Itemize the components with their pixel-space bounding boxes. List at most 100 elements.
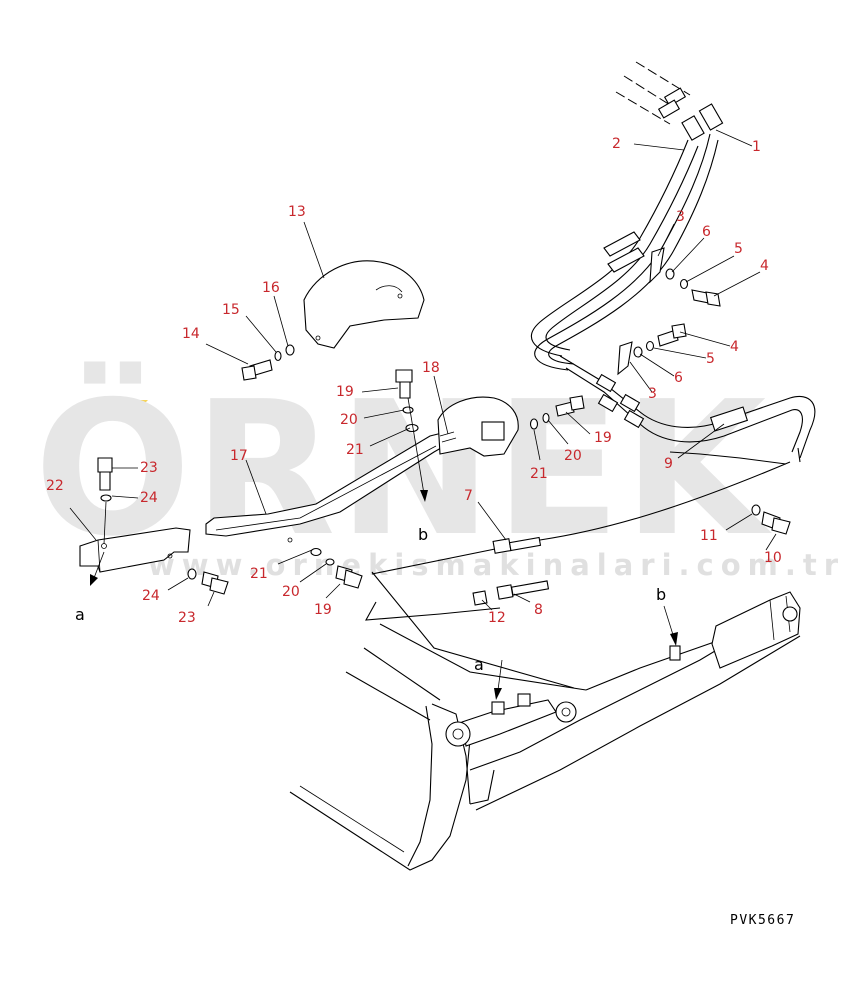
callout-10: 10 [764,550,782,566]
callout-19: 19 [314,602,332,618]
callout-3: 3 [676,209,685,225]
bolt-19 [555,401,575,417]
callout-19: 19 [594,430,612,446]
leader-19b [565,411,591,435]
pipe-8-body [510,580,550,596]
hose-clip-3 [649,247,665,284]
callout-6: 6 [674,370,683,386]
pipe-7-upper [371,571,575,689]
hose-fitting [623,409,645,429]
arrow-b-upper-head [420,490,428,502]
callout-21: 21 [530,466,548,482]
leader-22 [69,507,97,541]
callout-2: 2 [612,136,621,152]
block-18 [437,396,519,457]
cover-hole [397,293,403,299]
pipe-fitting-7 [492,538,512,554]
bolt-19-head [343,569,363,589]
dashed-pipe-end [635,61,691,96]
leader-9 [677,423,725,459]
callout-24: 24 [142,588,160,604]
hose-fitting [619,393,641,413]
leader-2 [633,143,685,151]
bolt-4-head [671,323,687,339]
arm-right [711,591,801,669]
frame-web [431,703,471,805]
callout-23: 23 [178,610,196,626]
leader-19c [325,583,341,599]
blade-outline [407,705,433,867]
callout-18: 18 [422,360,440,376]
hose-clip-3 [617,341,633,376]
leader-lines [69,129,777,611]
washer-24 [187,568,197,580]
frame-top [345,647,441,721]
callout-14: 14 [182,326,200,342]
callout-3: 3 [648,386,657,402]
leader-18 [433,375,449,435]
leader-10 [765,533,777,551]
leader-20 [363,409,405,419]
marker-b [669,645,681,661]
bolt-14-head [241,365,257,381]
bolt-23 [99,469,111,491]
cylinder-end-inner [561,707,571,717]
blade-edge [299,785,405,853]
bolt-23-head [209,577,229,595]
cover-hole [315,335,321,341]
leader-4b [679,331,731,347]
view-arrows [90,469,678,700]
elbow-fitting [698,103,724,131]
callout-5: 5 [706,351,715,367]
letter-a: a [474,655,484,674]
hose-clip-group-lower [617,323,687,376]
plate-22 [79,457,229,595]
callout-9: 9 [664,456,673,472]
leader-20b [547,419,569,445]
leader-19 [361,387,399,393]
washer-16 [285,344,295,356]
callout-24: 24 [140,490,158,506]
callout-8: 8 [534,602,543,618]
leader-23b [207,591,215,607]
callout-15: 15 [222,302,240,318]
washer-24 [100,494,112,502]
bracket-fold [215,445,437,531]
cover-body [303,260,425,349]
leader-6b [639,353,675,377]
cylinder-port [491,701,505,715]
arrow-b-lower [663,605,675,639]
hose-clamp-9 [709,406,749,432]
leader-8 [513,593,531,603]
callout-5: 5 [734,241,743,257]
hose-fitting [595,373,617,393]
callout-20: 20 [282,584,300,600]
guard-plate-9 [797,447,801,463]
callout-1: 1 [752,139,761,155]
arrow-a-upper-head [90,574,98,586]
leader-24 [111,495,139,499]
bolt-23-head [97,457,113,473]
leader-17 [245,459,267,515]
cover-13 [241,260,425,381]
callout-22: 22 [46,478,64,494]
callout-17: 17 [230,448,248,464]
bolt-19-head [569,395,585,411]
arm-pin [782,606,798,622]
watermark-accent-mark [116,400,148,416]
bolt-4-head [705,291,721,307]
plate-fold [97,539,101,573]
leader-5 [685,255,735,283]
callout-16: 16 [262,280,280,296]
pipe-group [365,461,791,689]
arrow-a-lower [497,659,503,691]
axis-line [407,397,421,471]
cylinder-end [555,701,577,723]
pipe-7 [365,601,501,621]
leader-1 [715,129,753,147]
callout-13: 13 [288,204,306,220]
hose-1 [548,139,719,365]
callout-21: 21 [346,442,364,458]
plate-body [79,527,191,573]
